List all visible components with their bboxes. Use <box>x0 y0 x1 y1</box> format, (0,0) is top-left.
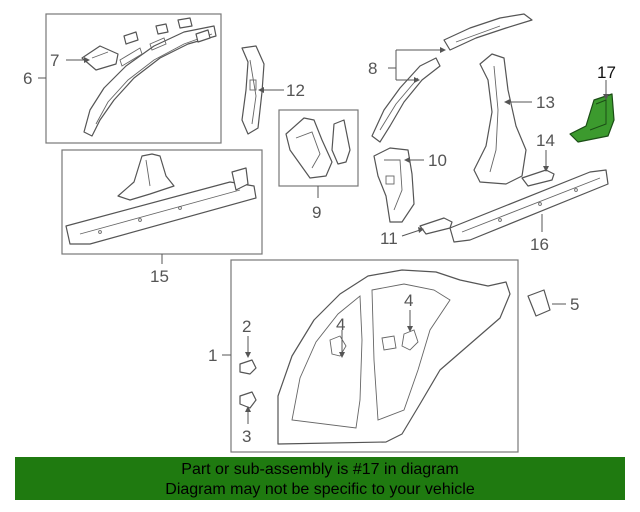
callout-8: 8 <box>368 59 377 78</box>
part-11-bracket[interactable] <box>419 217 453 235</box>
callout-4-right: 4 <box>404 291 413 310</box>
callout-3: 3 <box>242 427 251 446</box>
banner-line-1: Part or sub-assembly is #17 in diagram <box>181 461 459 478</box>
callout-2: 2 <box>242 317 251 336</box>
part-14-bracket[interactable] <box>521 169 555 187</box>
callout-9: 9 <box>312 203 321 222</box>
part-6-brackets <box>123 17 211 45</box>
callout-11: 11 <box>380 229 398 248</box>
callout-7: 7 <box>50 51 59 70</box>
callout-15: 15 <box>150 267 169 286</box>
part-3-clip[interactable] <box>239 391 257 409</box>
part-15-rocker-panel[interactable] <box>65 153 257 245</box>
part-9-hinge-pillar[interactable] <box>285 117 351 179</box>
part-2-clip[interactable] <box>239 359 257 375</box>
part-8-roof-rail[interactable] <box>371 13 533 143</box>
callout-5: 5 <box>570 295 579 314</box>
callout-16: 16 <box>530 235 549 254</box>
callout-10: 10 <box>428 151 447 170</box>
callout-12: 12 <box>286 81 305 100</box>
callout-17: 17 <box>597 63 616 82</box>
callout-13: 13 <box>536 93 555 112</box>
banner-line-2: Diagram may not be specific to your vehi… <box>165 481 475 498</box>
part-17-highlighted[interactable] <box>569 93 615 143</box>
callout-6: 6 <box>23 69 32 88</box>
part-10-reinforcement[interactable] <box>373 147 415 223</box>
callout-1: 1 <box>208 346 217 365</box>
part-16-rocker[interactable] <box>449 169 609 243</box>
callout-4-left: 4 <box>336 315 345 334</box>
part-12-pillar[interactable] <box>241 45 265 135</box>
callout-14: 14 <box>536 131 555 150</box>
part-13-center-pillar[interactable] <box>473 53 527 185</box>
part-7-bracket[interactable] <box>81 45 119 71</box>
part-5-plate[interactable] <box>527 289 551 317</box>
info-banner: Part or sub-assembly is #17 in diagram D… <box>15 457 625 500</box>
part-1-body-side[interactable] <box>277 269 511 445</box>
